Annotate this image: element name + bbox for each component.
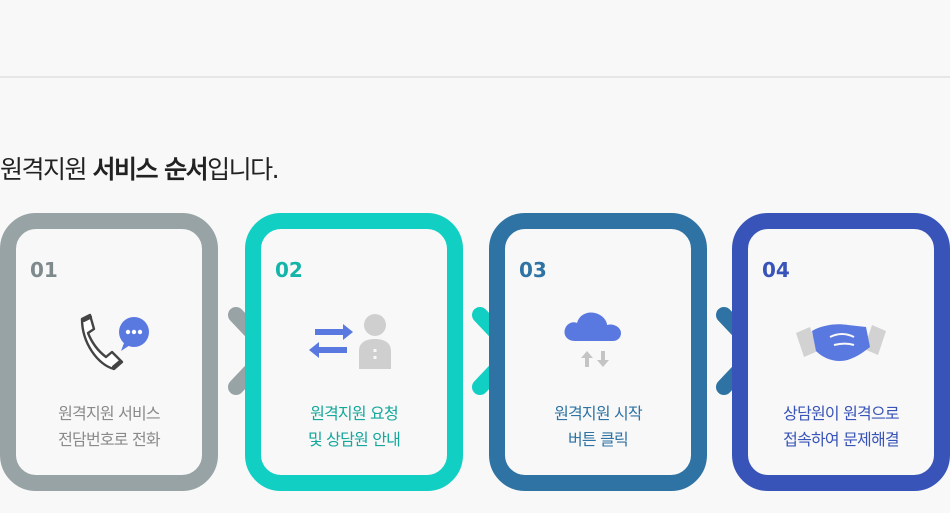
- step-number: 03: [519, 258, 547, 282]
- header-divider: [0, 76, 950, 78]
- page-title: 원격지원 서비스 순서입니다.: [0, 155, 280, 184]
- handshake-icon: [796, 324, 886, 361]
- exchange-agent-icon: [309, 314, 391, 369]
- step-number: 04: [762, 258, 790, 282]
- phone-chat-icon: [80, 313, 149, 371]
- step-number: 01: [30, 258, 58, 282]
- step-number: 02: [275, 258, 303, 282]
- cloud-transfer-icon: [564, 312, 621, 367]
